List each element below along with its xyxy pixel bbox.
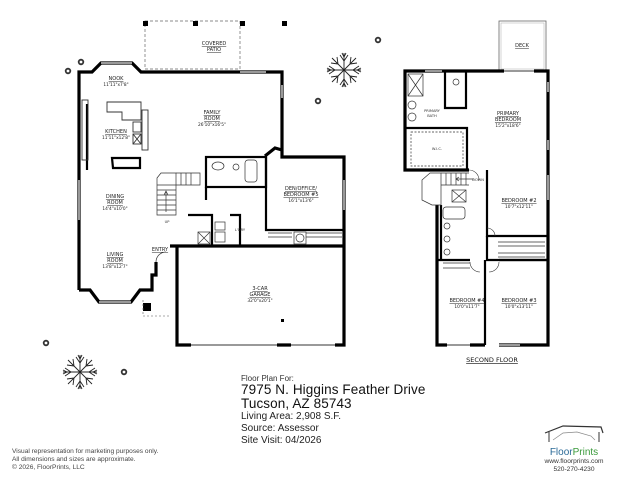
svg-text:NOOK: NOOK xyxy=(109,76,125,82)
disclaimer: Visual representation for marketing purp… xyxy=(12,448,158,472)
svg-text:10'0"x13'11": 10'0"x13'11" xyxy=(505,304,533,310)
room-bedroom-2: BEDROOM #2 10'7"x12'11" xyxy=(501,198,536,210)
website: www.floorprints.com xyxy=(544,458,604,465)
svg-text:LIVING: LIVING xyxy=(107,252,124,258)
label-stairs-down: DOWN xyxy=(472,178,484,182)
svg-text:PRIMARY: PRIMARY xyxy=(497,111,520,117)
covered-patio xyxy=(143,20,287,70)
room-living: LIVING ROOM 13'8"x12'7" xyxy=(102,252,127,270)
svg-text:BEDROOM #2: BEDROOM #2 xyxy=(501,198,536,204)
svg-text:15'2"x18'6": 15'2"x18'6" xyxy=(495,123,520,129)
label-stairs-up: UP xyxy=(165,220,171,224)
svg-text:10'7"x12'11": 10'7"x12'11" xyxy=(505,204,533,210)
svg-text:PRIMARY: PRIMARY xyxy=(424,109,441,113)
second-floor-title: SECOND FLOOR xyxy=(466,356,518,364)
first-floor-plan: NOOK 11'11"x7'8" KITCHEN 11'11"x12'8" FA… xyxy=(77,20,346,347)
room-bedroom-4: BEDROOM #4 10'0"x11'7" xyxy=(449,298,484,310)
svg-text:14'4"x10'0": 14'4"x10'0" xyxy=(102,206,127,212)
room-nook: NOOK 11'11"x7'8" xyxy=(103,76,128,88)
disclaimer-line1: Visual representation for marketing purp… xyxy=(12,448,159,455)
svg-text:GARAGE: GARAGE xyxy=(250,292,271,298)
shrub-icon xyxy=(42,339,50,347)
svg-text:ROOM: ROOM xyxy=(107,200,123,206)
shrub-icon xyxy=(374,36,382,44)
room-dining: DINING ROOM 14'4"x10'0" xyxy=(102,194,127,212)
property-info: Floor Plan For: 7975 N. Higgins Feather … xyxy=(241,374,425,447)
svg-text:3-CAR: 3-CAR xyxy=(252,286,268,292)
svg-text:BATH: BATH xyxy=(427,114,437,118)
stairs-down xyxy=(421,172,474,206)
svg-text:BEDROOM: BEDROOM xyxy=(495,117,521,123)
svg-text:ROOM: ROOM xyxy=(204,116,220,122)
tree-icon xyxy=(61,353,99,391)
svg-text:ROOM: ROOM xyxy=(107,258,123,264)
label-deck: DECK xyxy=(515,43,530,49)
svg-text:11'11"x7'8": 11'11"x7'8" xyxy=(103,82,128,88)
shrub-icon xyxy=(64,67,72,75)
svg-text:BEDROOM #3: BEDROOM #3 xyxy=(501,298,536,304)
floorprints-logo: FloorPrints www.floorprints.com 520-270-… xyxy=(538,424,610,474)
label-covered-patio: COVERED xyxy=(202,41,227,47)
svg-text:10'0"x11'7": 10'0"x11'7" xyxy=(454,304,479,310)
house-roof-icon xyxy=(544,425,604,442)
living-area: Living Area: 2,908 S.F. xyxy=(241,411,342,422)
label-covered-patio-2: PATIO xyxy=(207,47,221,53)
room-primary-bedroom: PRIMARY BEDROOM 15'2"x18'6" xyxy=(495,111,521,129)
stairs-up xyxy=(156,172,201,216)
svg-text:11'11"x12'8": 11'11"x12'8" xyxy=(102,135,130,141)
address-line2: Tucson, AZ 85743 xyxy=(241,396,352,411)
second-floor-plan: DECK PRIMARY BATH W.I.C. DOWN PRIMARY BE… xyxy=(403,20,550,364)
shrub-icon xyxy=(77,58,85,66)
svg-text:DEN/OFFICE/: DEN/OFFICE/ xyxy=(285,186,317,192)
disclaimer-line2: All dimensions and sizes are approximate… xyxy=(12,456,136,463)
room-primary-bath: PRIMARY BATH xyxy=(424,109,441,118)
label-laundry: L'DRY xyxy=(235,228,246,232)
label-entry: ENTRY xyxy=(152,247,169,253)
svg-text:32'0"x20'1": 32'0"x20'1" xyxy=(247,298,272,304)
address-line1: 7975 N. Higgins Feather Drive xyxy=(241,382,426,397)
tree-icon xyxy=(325,51,363,89)
phone: 520-270-4230 xyxy=(553,466,595,473)
copyright: © 2026, FloorPrints, LLC xyxy=(12,464,85,471)
svg-text:26'10"x16'5": 26'10"x16'5" xyxy=(198,122,226,128)
svg-text:BEDROOM #5: BEDROOM #5 xyxy=(283,192,318,198)
room-garage: 3-CAR GARAGE 32'0"x20'1" xyxy=(247,286,284,322)
brand-name: FloorPrints xyxy=(549,447,599,458)
source: Source: Assessor xyxy=(241,423,319,434)
svg-text:FAMILY: FAMILY xyxy=(204,110,222,116)
svg-text:BEDROOM #4: BEDROOM #4 xyxy=(449,298,484,304)
label-wic: W.I.C. xyxy=(432,147,442,151)
shrub-icon xyxy=(120,368,128,376)
info-heading: Floor Plan For: xyxy=(241,374,294,383)
svg-text:13'8"x12'7": 13'8"x12'7" xyxy=(102,264,127,270)
svg-text:KITCHEN: KITCHEN xyxy=(105,129,127,135)
shrub-icon xyxy=(314,97,322,105)
site-visit: Site Visit: 04/2026 xyxy=(241,435,322,446)
svg-text:16'1"x13'6": 16'1"x13'6" xyxy=(288,198,313,204)
room-family: FAMILY ROOM 26'10"x16'5" xyxy=(198,110,226,128)
room-den-office-bedroom5: DEN/OFFICE/ BEDROOM #5 16'1"x13'6" xyxy=(283,186,318,204)
room-bedroom-3: BEDROOM #3 10'0"x13'11" xyxy=(501,298,536,310)
room-kitchen: KITCHEN 11'11"x12'8" xyxy=(102,129,130,141)
svg-text:DINING: DINING xyxy=(106,194,124,200)
